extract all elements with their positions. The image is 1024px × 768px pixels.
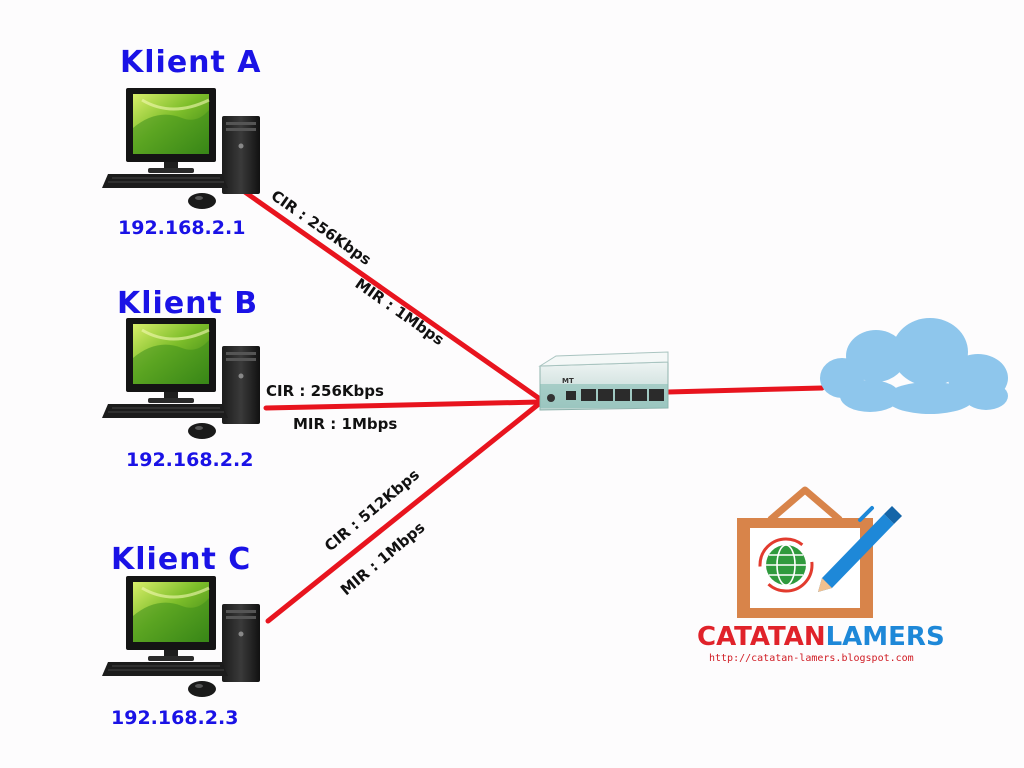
link-client-b [263, 399, 543, 411]
logo-brand-part1: CATATAN [697, 622, 826, 652]
desktop-computer-icon [100, 316, 262, 441]
client-b-cir-label: CIR : 256Kbps [266, 382, 384, 400]
client-a-cir-label: CIR : 256Kbps [268, 187, 375, 269]
logo-brand-text: CATATANLAMERS [697, 622, 945, 652]
logo-brand-part2: LAMERS [826, 622, 945, 652]
client-b: Klient B 192.168.2.2 [100, 286, 262, 471]
router-badge: MT [562, 377, 574, 385]
client-ip: 192.168.2.2 [126, 449, 253, 471]
logo: CATATANLAMERS http://catatan-lamers.blog… [697, 486, 945, 664]
client-name: Klient C [111, 542, 251, 577]
client-ip: 192.168.2.3 [111, 707, 238, 729]
client-ip: 192.168.2.1 [118, 217, 245, 239]
client-a-mir-label: MIR : 1Mbps [352, 275, 448, 350]
client-b-mir-label: MIR : 1Mbps [293, 415, 397, 433]
desktop-computer-icon [100, 574, 262, 699]
client-c: Klient C 192.168.2.3 [100, 542, 262, 729]
links [229, 180, 825, 624]
bandwidth-labels: CIR : 256Kbps MIR : 1Mbps CIR : 256Kbps … [266, 187, 447, 600]
link-uplink [665, 385, 825, 395]
client-name: Klient A [120, 45, 262, 80]
desktop-computer-icon [100, 86, 262, 211]
client-name: Klient B [117, 286, 258, 321]
link-client-a [229, 180, 543, 402]
logo-url: http://catatan-lamers.blogspot.com [709, 653, 914, 664]
globe-pencil-icon [737, 486, 902, 618]
link-client-c [265, 400, 543, 624]
router-icon: MT [538, 351, 669, 411]
client-a: Klient A 192.168.2.1 [100, 45, 262, 239]
cloud-icon [820, 318, 1008, 414]
